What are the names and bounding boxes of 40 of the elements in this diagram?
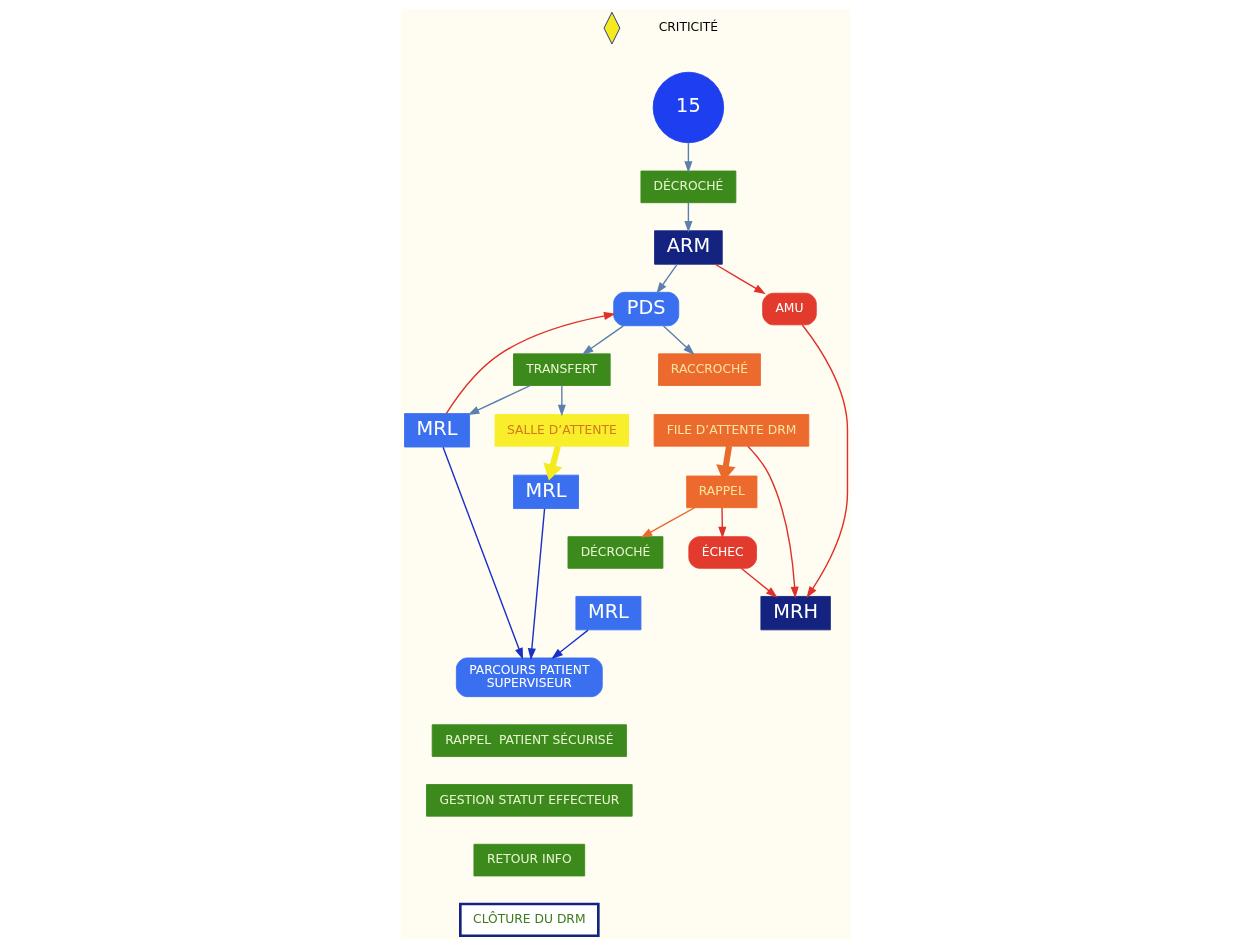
- node-box: DÉCROCHÉ: [567, 536, 663, 569]
- arrow: [801, 324, 848, 598]
- arrow: [683, 142, 692, 173]
- arrow: [581, 325, 624, 355]
- node-box: PARCOURS PATIENT SUPERVISEUR: [455, 657, 603, 698]
- node-box: ÉCHEC: [687, 536, 757, 569]
- arrow: [740, 567, 778, 598]
- node-box: AMU: [761, 292, 817, 326]
- node-box: MRH: [759, 596, 831, 631]
- arrow: [662, 325, 695, 355]
- arrow: [557, 385, 566, 417]
- arrow: [550, 629, 589, 660]
- arrow: [542, 445, 562, 481]
- arrow: [655, 263, 678, 294]
- arrow: [527, 508, 545, 661]
- node-box: GESTION STATUT EFFECTEUR: [425, 784, 633, 817]
- arrow: [467, 384, 531, 415]
- legend-label: CRITICITÉ: [658, 20, 718, 35]
- arrow: [683, 202, 692, 233]
- arrow: [640, 507, 695, 538]
- node-box: RAPPEL: [685, 475, 757, 509]
- arrow: [445, 311, 616, 415]
- node-box: DÉCROCHÉ: [640, 170, 736, 204]
- node-box: MRL: [574, 596, 641, 631]
- arrow: [441, 446, 523, 660]
- node-box: ARM: [653, 230, 723, 265]
- node-box: RAPPEL PATIENT SÉCURISÉ: [431, 724, 627, 757]
- node-box: TRANSFERT: [512, 353, 611, 386]
- node-box: RETOUR INFO: [473, 843, 585, 877]
- node-circle: 15: [652, 71, 724, 144]
- arrow: [717, 507, 726, 539]
- arrow: [746, 445, 799, 599]
- node-box: MRL: [512, 474, 579, 509]
- node-box: MRL: [403, 413, 470, 448]
- node-box: SALLE D’ATTENTE: [494, 414, 629, 447]
- arrow: [714, 263, 766, 295]
- node-box: CLÔTURE DU DRM: [458, 902, 600, 937]
- node-box: FILE D’ATTENTE DRM: [653, 414, 809, 447]
- node-box: PDS: [612, 291, 679, 327]
- node-box: RACCROCHÉ: [657, 353, 761, 386]
